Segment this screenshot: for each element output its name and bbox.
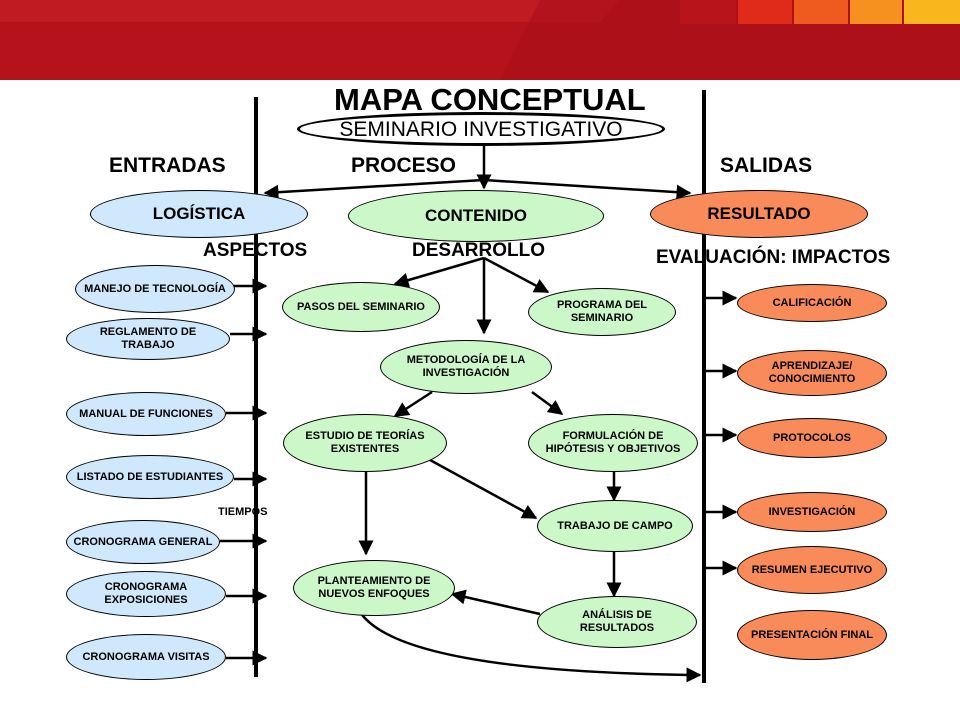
aspecto-cronograma-exposiciones: CRONOGRAMA EXPOSICIONES [66, 571, 226, 617]
node-estudio-teorias: ESTUDIO DE TEORÍAS EXISTENTES [283, 414, 447, 472]
divider-left [254, 97, 258, 677]
aspecto-cronograma-general: CRONOGRAMA GENERAL [66, 520, 220, 564]
divider-right [702, 90, 706, 683]
arrow-analisis-to-planteamiento [450, 589, 541, 616]
header-banner [0, 0, 960, 80]
label-evaluacion: EVALUACIÓN: IMPACTOS [656, 247, 891, 268]
impacto-aprendizaje: APRENDIZAJE/ CONOCIMIENTO [737, 350, 887, 396]
node-metodologia: METODOLOGÍA DE LA INVESTIGACIÓN [380, 340, 552, 394]
page-title: MAPA CONCEPTUAL [334, 82, 646, 117]
impacto-protocolos: PROTOCOLOS [737, 418, 887, 458]
node-pasos-seminario: PASOS DEL SEMINARIO [282, 282, 440, 332]
banner-tab-4 [850, 0, 902, 24]
node-planteamiento: PLANTEAMIENTO DE NUEVOS ENFOQUES [293, 560, 455, 616]
aspecto-manejo-tecnologia: MANEJO DE TECNOLOGÍA [75, 265, 235, 313]
banner-tab-2 [738, 0, 792, 24]
impacto-investigacion: INVESTIGACIÓN [737, 492, 887, 532]
banner-tab-5 [904, 0, 960, 24]
arrow-to-presentacion [358, 611, 702, 683]
label-salidas: SALIDAS [720, 154, 813, 177]
node-resultado: RESULTADO [650, 190, 868, 238]
impacto-calificacion: CALIFICACIÓN [737, 284, 887, 322]
aspecto-cronograma-visitas: CRONOGRAMA VISITAS [66, 634, 226, 680]
arrow-to-pasos [393, 256, 485, 288]
subtitle: SEMINARIO INVESTIGATIVO [339, 117, 623, 141]
label-desarrollo: DESARROLLO [412, 240, 545, 261]
subtitle-oval: SEMINARIO INVESTIGATIVO [297, 112, 665, 146]
label-tiempos: TIEMPOS [218, 506, 268, 518]
arrow-to-formulacion [531, 390, 564, 416]
node-analisis-resultados: ANÁLISIS DE RESULTADOS [537, 596, 697, 648]
label-entradas: ENTRADAS [109, 154, 226, 177]
node-programa-seminario: PROGRAMA DEL SEMINARIO [528, 288, 676, 336]
banner-tab-1 [680, 0, 736, 24]
arrow-to-resultado [483, 178, 692, 200]
impacto-resumen-ejecutivo: RESUMEN EJECUTIVO [737, 546, 887, 594]
node-contenido: CONTENIDO [348, 190, 604, 242]
arrow-to-programa [483, 256, 550, 294]
node-trabajo-campo: TRABAJO DE CAMPO [537, 500, 693, 552]
aspecto-reglamento-trabajo: REGLAMENTO DE TRABAJO [66, 318, 230, 360]
label-proceso: PROCESO [351, 154, 457, 177]
node-logistica: LOGÍSTICA [90, 190, 308, 238]
node-formulacion: FORMULACIÓN DE HIPÓTESIS Y OBJETIVOS [528, 414, 698, 472]
aspecto-listado-estudiantes: LISTADO DE ESTUDIANTES [66, 455, 234, 499]
arrow-to-estudio [393, 390, 433, 418]
aspecto-manual-funciones: MANUAL DE FUNCIONES [66, 392, 226, 436]
label-aspectos: ASPECTOS [203, 240, 308, 261]
banner-tab-3 [794, 0, 848, 24]
arrow-to-logistica [263, 178, 485, 200]
impacto-presentacion-final: PRESENTACIÓN FINAL [737, 610, 887, 660]
arrow-estudio-to-trabajo [429, 458, 538, 520]
